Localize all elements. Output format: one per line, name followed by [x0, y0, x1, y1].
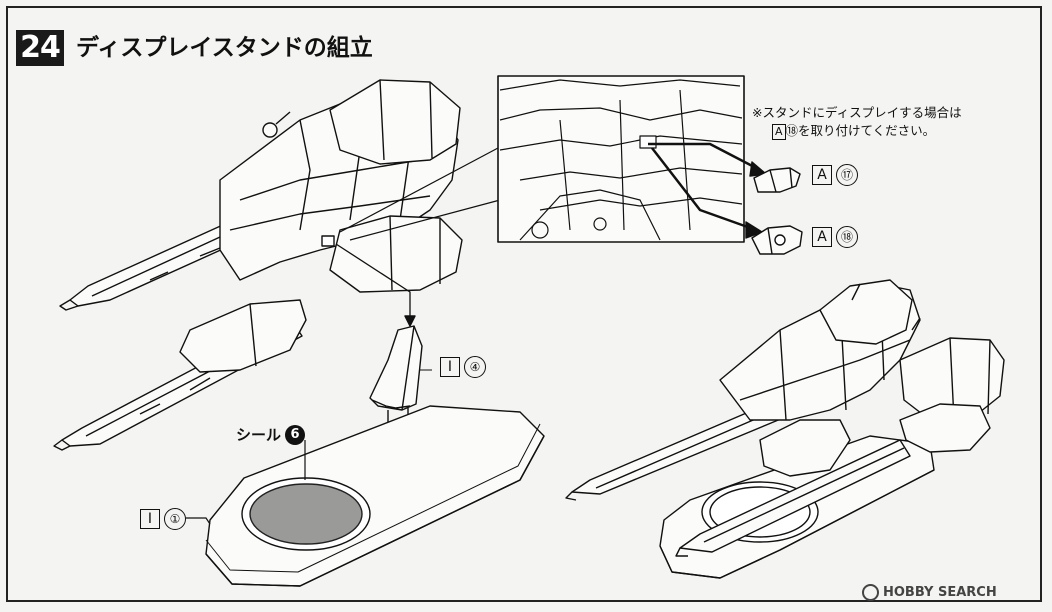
stand-base-drawing — [205, 405, 545, 587]
part-number: ⑱ — [836, 226, 858, 248]
part-letter: I — [440, 357, 460, 377]
part-letter: A — [812, 165, 832, 185]
watermark-text: HOBBY SEARCH — [883, 585, 997, 600]
step-title: ディスプレイスタンドの組立 — [76, 35, 373, 61]
zoom-box — [497, 75, 745, 243]
part-number: ④ — [464, 356, 486, 378]
watermark: HOBBY SEARCH — [862, 584, 997, 601]
hobby-search-logo-icon — [862, 584, 879, 601]
part-a17-drawing — [753, 167, 801, 193]
note-line2: を取り付けてください。 — [798, 123, 936, 138]
part-label-i4: I ④ — [440, 356, 486, 378]
stand-arm-drawing — [369, 325, 432, 411]
note-line1: ※スタンドにディスプレイする場合は — [752, 105, 962, 120]
note-part-number: ⑱ — [785, 123, 799, 138]
part-number: ⑰ — [836, 164, 858, 186]
seal-number: 6 — [285, 424, 306, 445]
left-ship-drawing — [53, 79, 463, 451]
part-number: ① — [164, 508, 186, 530]
seal-label: シール 6 — [236, 424, 306, 445]
right-ship-drawing — [565, 279, 1005, 579]
zoom-detail-drawing — [499, 79, 743, 241]
note-part-letter: A — [772, 124, 786, 140]
step-number: 24 — [16, 30, 64, 66]
part-label-i1: I ① — [140, 508, 186, 530]
part-a18-drawing — [751, 225, 803, 255]
part-letter: I — [140, 509, 160, 529]
part-label-a18: A ⑱ — [812, 226, 858, 248]
part-letter: A — [812, 227, 832, 247]
seal-text: シール — [236, 426, 282, 444]
part-label-a17: A ⑰ — [812, 164, 858, 186]
page-frame — [6, 6, 1042, 602]
